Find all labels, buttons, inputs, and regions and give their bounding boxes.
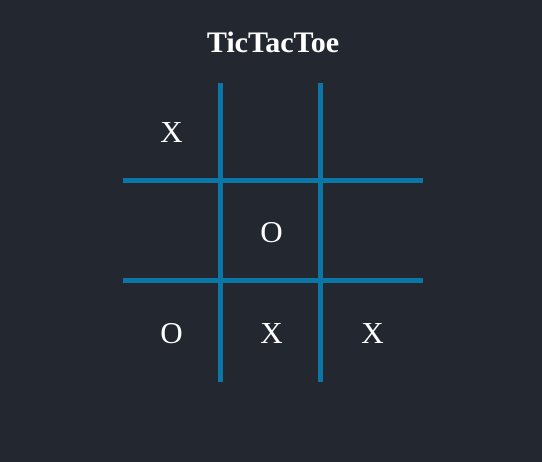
grid-line-horizontal-2 [123,278,423,283]
cell-r1-c3[interactable] [324,83,421,180]
grid-line-vertical-1 [218,83,223,382]
cell-r2-c2[interactable]: O [260,214,283,249]
cell-r3-c1[interactable]: O [160,315,183,350]
cell-r2-c3[interactable] [324,183,421,280]
cell-r2-c1[interactable] [123,183,220,280]
cell-r1-c1[interactable]: X [160,114,183,149]
game-title: TicTacToe [206,26,340,59]
cell-r1-c2[interactable] [223,83,320,180]
grid-line-horizontal-1 [123,178,423,183]
cell-r3-c3[interactable]: X [361,315,384,350]
cell-r3-c2[interactable]: X [260,315,283,350]
game-board: X O O X X [123,83,423,383]
grid-line-vertical-2 [318,83,323,382]
